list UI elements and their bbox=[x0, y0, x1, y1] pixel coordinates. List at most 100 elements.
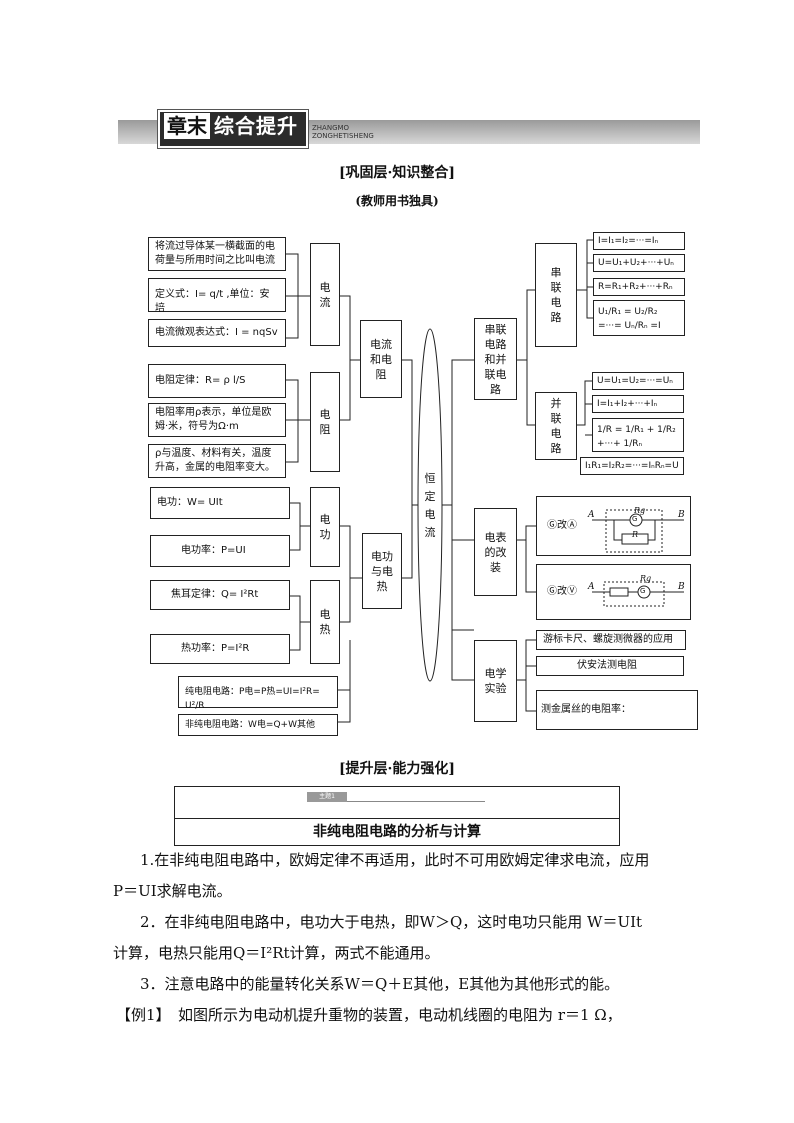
series-3-text: R=R₁+R₂+···+Rₙ bbox=[598, 282, 673, 292]
section1-note: (教师用书独具) bbox=[355, 194, 439, 208]
parallel-2: I=I₁+I₂+···+Iₙ bbox=[592, 395, 684, 413]
circuit-a1: A bbox=[588, 510, 595, 520]
resistivity-dependence: ρ与温度、材料有关，温度升高，金属的电阻率变大。 bbox=[148, 444, 286, 478]
series-3: R=R₁+R₂+···+Rₙ bbox=[593, 278, 685, 296]
parallel-3-text: 1/R = 1/R₁ + 1/R₂ +···+ 1/Rₙ bbox=[597, 425, 676, 449]
topic-title: 非纯电阻电路的分析与计算 bbox=[313, 824, 481, 840]
node-current-text: 电流 bbox=[319, 280, 331, 309]
series-4-text: U₁/R₁ = U₂/R₂ =···= Uₙ/Rₙ =I bbox=[598, 307, 661, 331]
node-series-parallel: 串联电路和并联电路 bbox=[474, 318, 517, 400]
pure-resistor-text: 纯电阻电路：P电=P热=UI=I²R= U²/R bbox=[185, 687, 320, 711]
node-meter: 电表的改装 bbox=[474, 508, 517, 596]
node-work: 电功 bbox=[310, 487, 340, 567]
banner-title-a: 章末 bbox=[164, 113, 210, 139]
circuit-rg1: Rg bbox=[634, 506, 646, 515]
nonpure-resistor-text: 非纯电阻电路：W电=Q+W其他 bbox=[185, 720, 315, 730]
node-series-text: 串联电路 bbox=[550, 266, 562, 324]
parallel-1: U=U₁=U₂=···=Uₙ bbox=[592, 372, 684, 390]
parallel-1-text: U=U₁=U₂=···=Uₙ bbox=[597, 376, 673, 386]
parallel-4: I₁R₁=I₂R₂=···=IₙRₙ=U bbox=[580, 457, 684, 475]
meter-ammeter-label: Ⓖ改Ⓐ bbox=[547, 520, 577, 531]
lab-1-text: 游标卡尺、螺旋测微器的应用 bbox=[543, 634, 673, 645]
pure-resistor: 纯电阻电路：P电=P热=UI=I²R= U²/R bbox=[178, 676, 338, 711]
resistance-law: 电阻定律：R= ρ l/S bbox=[148, 364, 286, 398]
work-formula-text: 电功：W= UIt bbox=[157, 497, 223, 508]
circuit-r1: R bbox=[632, 530, 639, 539]
circuit-b2: B bbox=[678, 582, 685, 592]
circuit-g1: G bbox=[632, 515, 638, 523]
heat-power: 热功率：P=I²R bbox=[150, 634, 290, 664]
joule-law-text: 焦耳定律：Q= I²Rt bbox=[171, 589, 259, 600]
node-resistance-text: 电阻 bbox=[319, 408, 331, 436]
series-2: U=U₁+U₂+···+Uₙ bbox=[593, 254, 685, 272]
lab-1: 游标卡尺、螺旋测微器的应用 bbox=[536, 630, 686, 650]
lab-2-text: 伏安法测电阻 bbox=[577, 660, 637, 671]
node-work-text: 电功 bbox=[319, 513, 331, 541]
work-formula: 电功：W= UIt bbox=[150, 487, 290, 519]
meter-voltmeter-label: Ⓖ改Ⓥ bbox=[547, 586, 577, 597]
power-formula-text: 电功率：P=UI bbox=[181, 545, 246, 556]
resistivity: 电阻率用ρ表示，单位是欧姆·米，符号为Ω·m bbox=[148, 403, 286, 437]
parallel-3: 1/R = 1/R₁ + 1/R₂ +···+ 1/Rₙ bbox=[592, 418, 684, 452]
node-series: 串联电路 bbox=[535, 243, 577, 347]
node-lab-text: 电学实验 bbox=[484, 667, 507, 695]
node-work-heat: 电功与电热 bbox=[362, 533, 402, 609]
node-parallel-text: 并联电路 bbox=[550, 397, 562, 455]
example-1: 【例1】 如图所示为电动机提升重物的装置，电动机线圈的电阻为 r＝1 Ω， bbox=[116, 1006, 622, 1024]
banner-pinyin-2: ZONGHETISHENG bbox=[312, 132, 374, 140]
power-formula: 电功率：P=UI bbox=[150, 535, 290, 567]
paragraph-1: 1.在非纯电阻电路中，欧姆定律不再适用，此时不可用欧姆定律求电流，应用 bbox=[140, 851, 650, 869]
series-4: U₁/R₁ = U₂/R₂ =···= Uₙ/Rₙ =I bbox=[593, 300, 685, 336]
banner-pinyin: ZHANGMO ZONGHETISHENG bbox=[312, 124, 374, 140]
heat-power-text: 热功率：P=I²R bbox=[181, 643, 250, 654]
resistance-law-text: 电阻定律：R= ρ l/S bbox=[155, 375, 246, 386]
paragraph-2: 2．在非纯电阻电路中，电功大于电热，即W＞Q，这时电功只能用 W＝UIt bbox=[140, 913, 643, 931]
nonpure-resistor: 非纯电阻电路：W电=Q+W其他 bbox=[178, 714, 338, 736]
section2-title: [提升层·能力强化] bbox=[338, 761, 456, 777]
resistivity-text: 电阻率用ρ表示，单位是欧姆·米，符号为Ω·m bbox=[155, 407, 272, 432]
series-2-text: U=U₁+U₂+···+Uₙ bbox=[598, 258, 674, 268]
topic-divider bbox=[174, 818, 620, 819]
series-1-text: I=I₁=I₂=···=Iₙ bbox=[598, 236, 659, 246]
paragraph-3: 3．注意电路中的能量转化关系W＝Q＋E其他，E其他为其他形式的能。 bbox=[140, 975, 620, 993]
current-micro: 电流微观表达式：I = nqSv bbox=[148, 319, 286, 347]
banner-title-b: 综合提升 bbox=[214, 114, 298, 138]
lab-2: 伏安法测电阻 bbox=[536, 656, 684, 676]
circuit-g2: G bbox=[640, 587, 646, 595]
parallel-4-text: I₁R₁=I₂R₂=···=IₙRₙ=U bbox=[585, 461, 679, 471]
banner-pinyin-1: ZHANGMO bbox=[312, 124, 350, 132]
lab-3: 测金属丝的电阻率： bbox=[536, 690, 698, 730]
section1-title: [巩固层·知识整合] bbox=[338, 165, 456, 181]
paragraph-2b: 计算，电热只能用Q＝I²Rt计算，两式不能通用。 bbox=[113, 944, 440, 962]
current-micro-text: 电流微观表达式：I = nqSv bbox=[155, 327, 278, 338]
node-resistance: 电阻 bbox=[310, 372, 340, 472]
joule-law: 焦耳定律：Q= I²Rt bbox=[150, 580, 290, 610]
circuit-a2: A bbox=[588, 582, 595, 592]
node-parallel: 并联电路 bbox=[535, 392, 577, 460]
circuit-rg2: Rg bbox=[640, 574, 652, 583]
topic-tag: 主题1 bbox=[307, 792, 347, 802]
paragraph-1b: P＝UI求解电流。 bbox=[113, 882, 232, 900]
node-work-heat-text: 电功与电热 bbox=[371, 549, 393, 593]
current-definition: 将流过导体某一横截面的电荷量与所用时间之比叫电流 bbox=[148, 237, 286, 271]
node-series-parallel-text: 串联电路和并联电路 bbox=[484, 322, 507, 396]
node-lab: 电学实验 bbox=[474, 640, 517, 722]
node-heat: 电热 bbox=[310, 580, 340, 664]
node-current-resistance: 电流和电阻 bbox=[360, 320, 402, 398]
node-current: 电流 bbox=[310, 243, 340, 346]
lab-3-text: 测金属丝的电阻率： bbox=[541, 704, 631, 715]
center-node: 恒定电流 bbox=[424, 472, 436, 539]
series-1: I=I₁=I₂=···=Iₙ bbox=[593, 232, 685, 250]
node-current-resistance-text: 电流和电阻 bbox=[370, 337, 392, 381]
parallel-2-text: I=I₁+I₂+···+Iₙ bbox=[597, 399, 658, 409]
circuit-b1: B bbox=[678, 510, 685, 520]
node-meter-text: 电表的改装 bbox=[484, 530, 507, 574]
current-definition-text: 将流过导体某一横截面的电荷量与所用时间之比叫电流 bbox=[155, 241, 275, 266]
topic-tag-line bbox=[347, 801, 485, 802]
topic-box bbox=[174, 786, 620, 846]
current-formula-text: 定义式：I= q/t ,单位：安培 bbox=[155, 289, 270, 314]
node-heat-text: 电热 bbox=[319, 608, 331, 636]
